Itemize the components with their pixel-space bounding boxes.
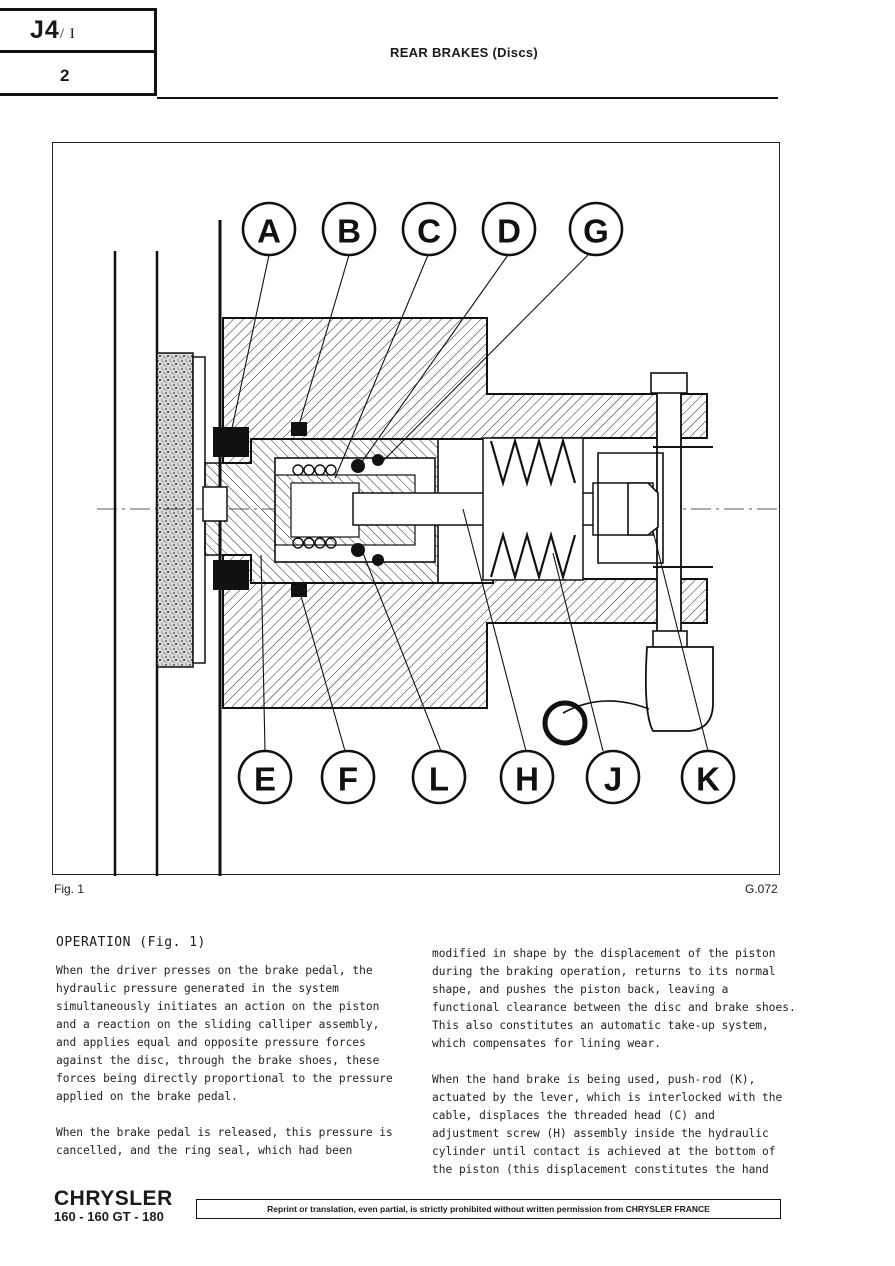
o-ring <box>351 543 365 557</box>
o-ring <box>372 554 384 566</box>
text-line: adjustment screw (H) assembly inside the… <box>432 1127 769 1140</box>
text-line: applied on the brake pedal. <box>56 1090 238 1103</box>
label-a: A <box>257 213 281 250</box>
label-c: C <box>417 213 441 250</box>
label-e: E <box>254 761 276 798</box>
text-line: When the hand brake is being used, push-… <box>432 1073 756 1086</box>
text-line: and a reaction on the sliding calliper a… <box>56 1018 380 1031</box>
header-divider <box>0 50 154 53</box>
brake-pad <box>156 352 194 668</box>
label-circle-g <box>568 201 624 257</box>
cable-clevis <box>644 646 714 732</box>
header-code-box <box>0 8 157 96</box>
header-rule <box>157 97 778 99</box>
piston-spring <box>292 464 337 549</box>
text-line: the piston (this displacement constitute… <box>432 1163 769 1176</box>
label-g: G <box>583 213 609 250</box>
text-line <box>432 1053 796 1071</box>
copyright-notice: Reprint or translation, even partial, is… <box>196 1199 781 1219</box>
text-line: cancelled, and the ring seal, which had … <box>56 1144 353 1157</box>
label-circle-l <box>411 749 467 805</box>
right-text-column: modified in shape by the displacement of… <box>432 945 796 1179</box>
cable <box>562 700 650 714</box>
label-circle-d <box>481 201 537 257</box>
label-circle-c <box>401 201 457 257</box>
o-ring <box>372 454 384 466</box>
lever-shaft <box>656 374 682 634</box>
label-b: B <box>337 213 361 250</box>
page-number: 2 <box>60 66 70 85</box>
text-line: against the disc, through the brake shoe… <box>56 1054 380 1067</box>
lever-bracket <box>597 452 664 564</box>
left-text-column: When the driver presses on the brake ped… <box>56 962 393 1160</box>
ring-seal-upper <box>291 422 307 436</box>
text-line: forces being directly proportional to th… <box>56 1072 393 1085</box>
figure-reference: G.072 <box>745 882 778 896</box>
text-line: cylinder until contact is achieved at th… <box>432 1145 776 1158</box>
label-circle-e <box>237 749 293 805</box>
label-circle-j <box>585 749 641 805</box>
text-line: shape, and pushes the piston back, leavi… <box>432 983 729 996</box>
text-line <box>56 1106 393 1124</box>
label-d: D <box>497 213 521 250</box>
text-line: modified in shape by the displacement of… <box>432 947 776 960</box>
label-h: H <box>515 761 539 798</box>
spring-chamber <box>290 482 360 538</box>
section-heading: OPERATION (Fig. 1) <box>56 935 206 950</box>
section-sub: / I <box>59 26 76 42</box>
text-line: hydraulic pressure generated in the syst… <box>56 982 339 995</box>
text-line: and applies equal and opposite pressure … <box>56 1036 366 1049</box>
label-circle-k <box>680 749 736 805</box>
brand-logo: CHRYSLER <box>54 1187 173 1210</box>
brake-cross-section-diagram: A B C D G E F L H J K <box>97 201 779 876</box>
label-l: L <box>429 761 449 798</box>
label-circle-h <box>499 749 555 805</box>
text-line: When the driver presses on the brake ped… <box>56 964 373 977</box>
label-circle-f <box>320 749 376 805</box>
text-line: simultaneously initiates an action on th… <box>56 1000 380 1013</box>
cable-eyelet <box>542 700 588 746</box>
leader-lines <box>230 254 709 752</box>
model-range: 160 - 160 GT - 180 <box>54 1209 164 1224</box>
text-line: actuated by the lever, which is interloc… <box>432 1091 783 1104</box>
piston-face <box>202 486 228 522</box>
lever-cam <box>627 482 659 536</box>
figure-caption: Fig. 1 <box>54 882 85 896</box>
text-line: which compensates for lining wear. <box>432 1037 662 1050</box>
figure-frame: A B C D G E F L H J K <box>52 142 780 876</box>
label-k: K <box>696 761 720 798</box>
label-f: F <box>338 761 358 798</box>
text-line: functional clearance between the disc an… <box>432 1001 796 1014</box>
label-j: J <box>604 761 622 798</box>
belleville-springs <box>489 436 577 582</box>
label-circle-a <box>241 201 297 257</box>
text-line: When the brake pedal is released, this p… <box>56 1126 393 1139</box>
text-line: This also constitutes an automatic take-… <box>432 1019 769 1032</box>
lever-cap <box>650 372 688 394</box>
text-line: cable, displaces the threaded head (C) a… <box>432 1109 715 1122</box>
text-line: during the braking operation, returns to… <box>432 965 776 978</box>
document-title: REAR BRAKES (Discs) <box>390 45 539 60</box>
label-circle-b <box>321 201 377 257</box>
dust-seal-lower <box>213 560 249 590</box>
section-code: J4/ I <box>30 16 76 44</box>
